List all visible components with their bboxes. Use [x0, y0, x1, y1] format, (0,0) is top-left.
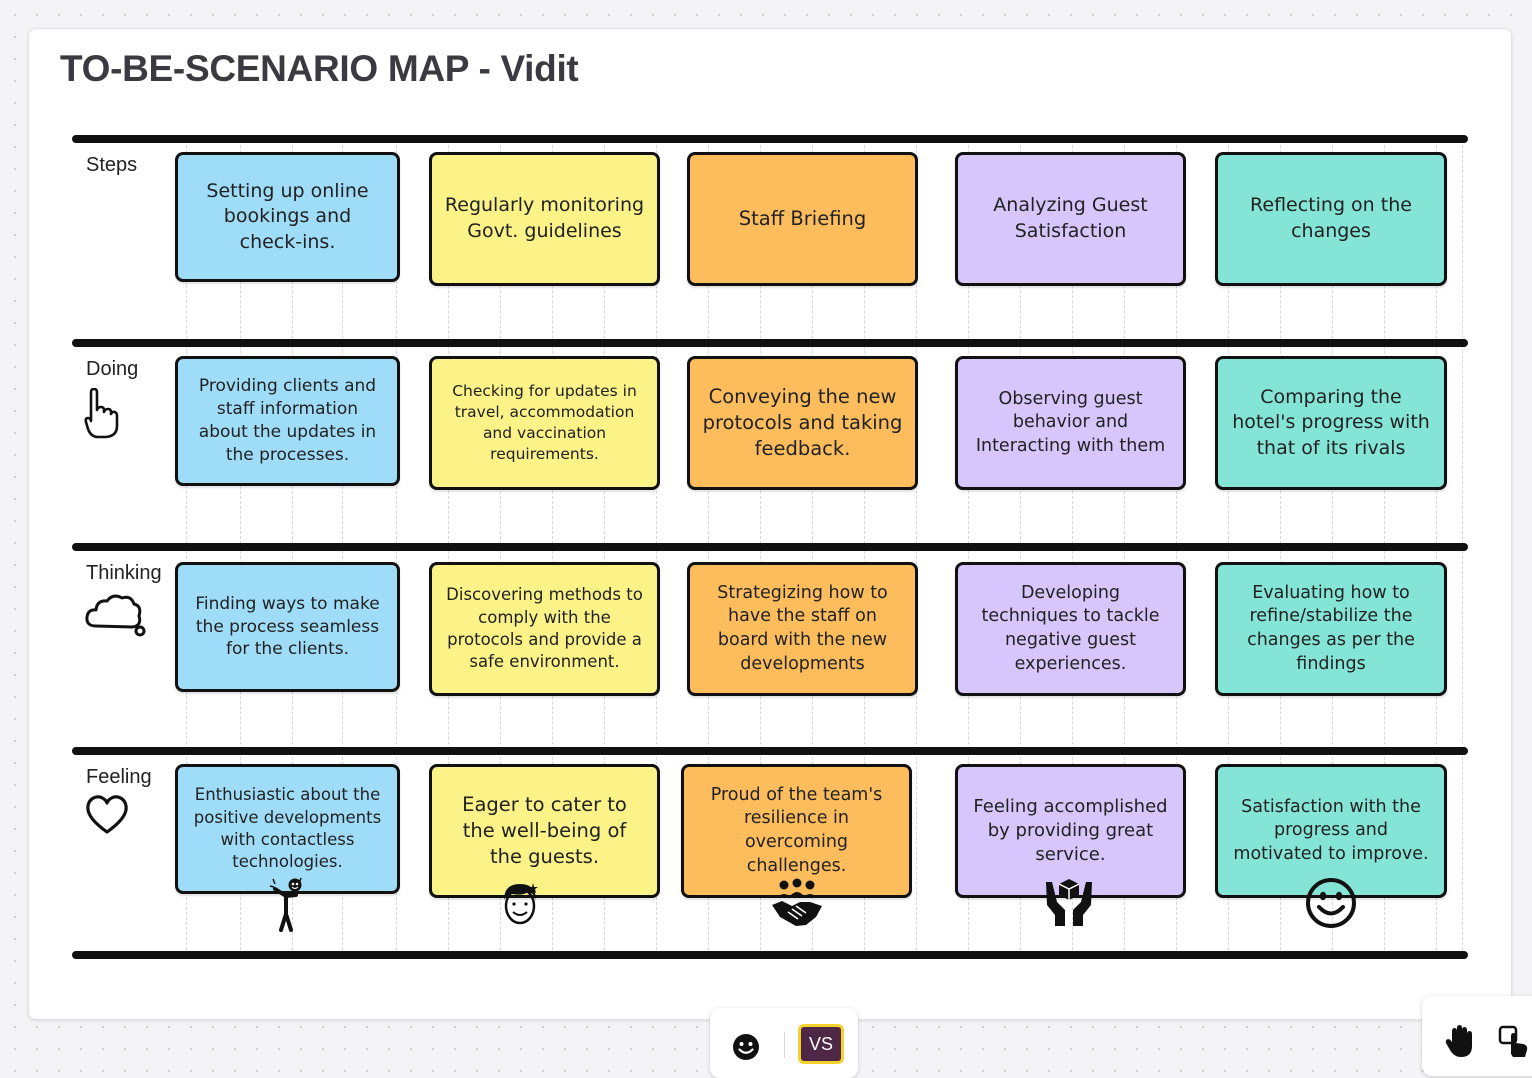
- smiley-icon: [1306, 878, 1356, 928]
- row-label-thinking: Thinking: [86, 562, 162, 584]
- sticky-note-doing[interactable]: Comparing the hotel's progress with that…: [1215, 356, 1447, 490]
- sticky-note-feeling[interactable]: Proud of the team's resilience in overco…: [681, 764, 912, 898]
- sticky-note-thinking[interactable]: Evaluating how to refine/stabilize the c…: [1215, 562, 1447, 696]
- smiling-face-icon: [504, 883, 538, 925]
- touch-gesture-icon[interactable]: [1497, 1024, 1531, 1058]
- sticky-note-thinking[interactable]: Strategizing how to have the staff on bo…: [687, 562, 918, 696]
- lane-divider: [72, 951, 1468, 959]
- lane-divider: [72, 543, 1468, 551]
- sticky-note-thinking[interactable]: Finding ways to make the process seamles…: [175, 562, 400, 692]
- sticky-note-feeling[interactable]: Satisfaction with the progress and motiv…: [1215, 764, 1447, 898]
- sticky-note-feeling[interactable]: Enthusiastic about the positive developm…: [175, 764, 400, 894]
- lane-divider: [72, 135, 1468, 143]
- smiley-reaction-icon[interactable]: [731, 1032, 761, 1062]
- row-label-steps: Steps: [86, 154, 138, 176]
- sticky-note-steps[interactable]: Regularly monitoring Govt. guidelines: [429, 152, 660, 286]
- row-label-feeling: Feeling: [86, 766, 152, 788]
- sticky-note-steps[interactable]: Setting up online bookings and check-ins…: [175, 152, 400, 282]
- row-label-doing: Doing: [86, 358, 139, 380]
- sticky-note-thinking[interactable]: Discovering methods to comply with the p…: [429, 562, 660, 696]
- sticky-note-doing[interactable]: Conveying the new protocols and taking f…: [687, 356, 918, 490]
- lane-divider: [72, 339, 1468, 347]
- board-title: TO-BE-SCENARIO MAP - Vidit: [60, 48, 579, 89]
- sticky-note-steps[interactable]: Reflecting on the changes: [1215, 152, 1447, 286]
- user-avatar[interactable]: VS: [798, 1024, 844, 1064]
- sticky-note-thinking[interactable]: Developing techniques to tackle negative…: [955, 562, 1186, 696]
- lane-divider: [72, 747, 1468, 755]
- thought-cloud-icon: [85, 594, 146, 637]
- sticky-note-steps[interactable]: Staff Briefing: [687, 152, 918, 286]
- sticky-note-doing[interactable]: Providing clients and staff information …: [175, 356, 400, 486]
- team-handshake-icon: [772, 878, 822, 926]
- heart-icon: [86, 795, 128, 834]
- sticky-note-doing[interactable]: Observing guest behavior and Interacting…: [955, 356, 1186, 490]
- pointing-hand-icon: [84, 388, 119, 439]
- sticky-note-feeling[interactable]: Feeling accomplished by providing great …: [955, 764, 1186, 898]
- hand-icon[interactable]: [1444, 1024, 1476, 1058]
- excited-person-icon: [269, 877, 302, 932]
- sticky-note-steps[interactable]: Analyzing Guest Satisfaction: [955, 152, 1186, 286]
- sticky-note-feeling[interactable]: Eager to cater to the well-being of the …: [429, 764, 660, 898]
- hands-holding-box-icon: [1046, 879, 1092, 926]
- sticky-note-doing[interactable]: Checking for updates in travel, accommod…: [429, 356, 660, 490]
- toolbar-separator: [784, 1032, 785, 1058]
